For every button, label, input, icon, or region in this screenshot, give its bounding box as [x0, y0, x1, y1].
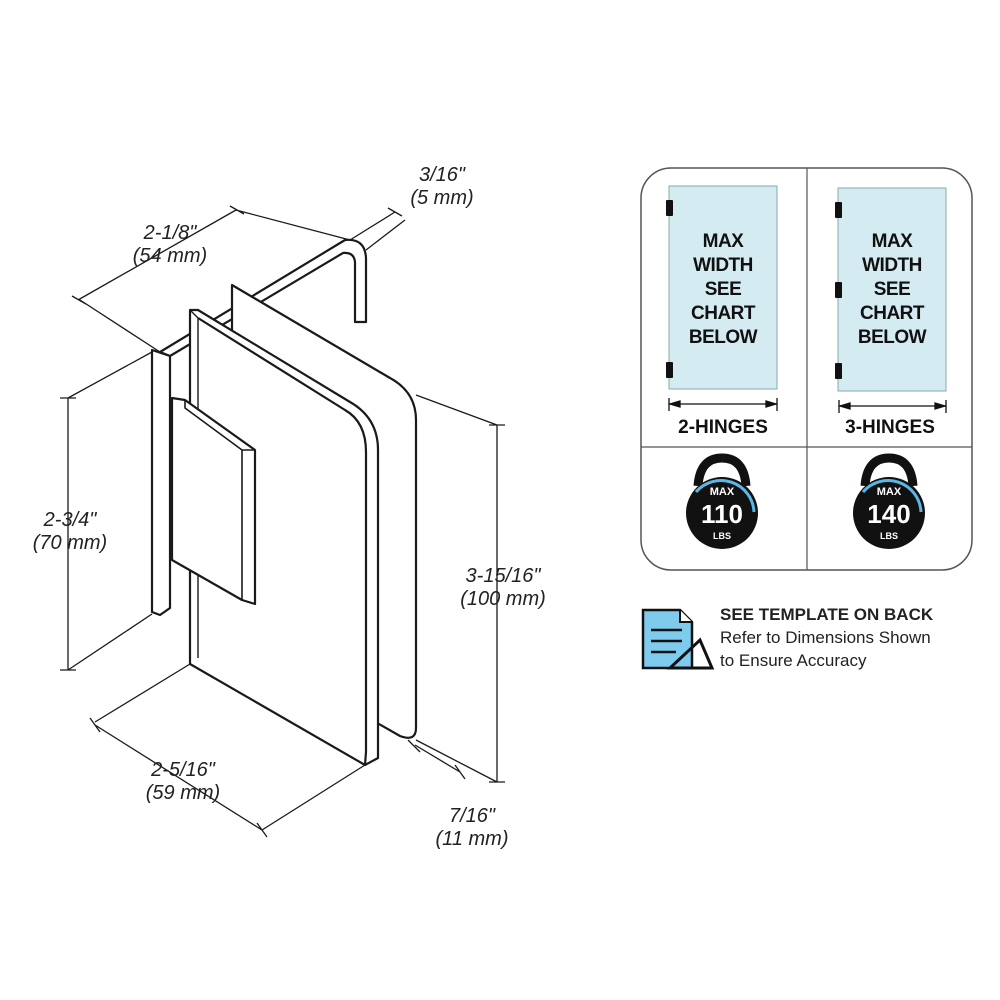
- set-square-icon: [666, 637, 715, 670]
- dim-imperial: 2-1/8": [143, 222, 197, 244]
- dim-metric: (70 mm): [32, 532, 108, 554]
- hinge-marker: [835, 282, 842, 298]
- dim-glass-plate-width: 2-5/16" (59 mm): [133, 759, 233, 805]
- glass-panel-3-hinges: [837, 187, 947, 392]
- dim-imperial: 2-3/4": [43, 509, 97, 531]
- weight-label-110: MAX 110 LBS: [682, 485, 762, 542]
- dim-depth: 2-1/8" (54 mm): [120, 222, 220, 268]
- dim-plate-thickness: 7/16" (11 mm): [422, 805, 522, 851]
- weight-unit: LBS: [713, 531, 731, 541]
- glass-text-line: CHART: [860, 303, 925, 324]
- glass-panel-2-hinges: [668, 185, 778, 390]
- glass-text-line: BELOW: [857, 327, 927, 348]
- dim-metric: (11 mm): [435, 828, 509, 850]
- dim-imperial: 7/16": [448, 805, 496, 827]
- hinge-marker: [666, 200, 673, 216]
- weight-unit: LBS: [880, 531, 898, 541]
- weight-max: MAX: [709, 486, 735, 498]
- hinge-marker: [835, 202, 842, 218]
- glass-text-2-hinges: MAX WIDTH SEE CHART BELOW: [669, 230, 777, 350]
- weight-max: MAX: [876, 486, 902, 498]
- hinge-marker: [835, 363, 842, 379]
- template-line-1: Refer to Dimensions Shown: [720, 628, 931, 647]
- hinge-config-panel: [640, 167, 973, 571]
- glass-text-line: MAX: [871, 231, 913, 252]
- dim-glass-plate-height: 3-15/16" (100 mm): [448, 565, 558, 611]
- label-2-hinges: 2-HINGES: [678, 417, 768, 438]
- dim-metric: (100 mm): [460, 588, 546, 610]
- template-line-2: to Ensure Accuracy: [720, 651, 867, 670]
- front-glass-plate: [188, 308, 380, 767]
- weight-icon-110: [686, 453, 758, 549]
- dim-imperial: 3/16": [418, 164, 466, 186]
- dim-metric: (5 mm): [410, 187, 474, 209]
- dim-glass-thickness: 3/16" (5 mm): [392, 164, 492, 210]
- dim-imperial: 3-15/16": [465, 565, 541, 587]
- dimension-lines: [60, 205, 505, 838]
- glass-text-line: WIDTH: [862, 255, 922, 276]
- dim-wall-plate-height: 2-3/4" (70 mm): [20, 509, 120, 555]
- glass-text-line: BELOW: [688, 327, 758, 348]
- glass-text-line: CHART: [691, 303, 756, 324]
- weight-icon-140: [853, 453, 925, 549]
- glass-text-line: SEE: [873, 279, 911, 300]
- glass-text-line: SEE: [704, 279, 742, 300]
- glass-text-line: MAX: [702, 231, 744, 252]
- width-arrows: [667, 398, 948, 413]
- glass-text-line: WIDTH: [693, 255, 753, 276]
- wall-plate: [150, 348, 172, 617]
- template-title: SEE TEMPLATE ON BACK: [720, 605, 934, 624]
- label-3-hinges: 3-HINGES: [845, 417, 935, 438]
- glass-text-3-hinges: MAX WIDTH SEE CHART BELOW: [838, 230, 946, 350]
- dim-metric: (59 mm): [145, 782, 221, 804]
- template-document-icon: [641, 608, 715, 670]
- weight-value: 110: [701, 499, 743, 529]
- dim-imperial: 2-5/16": [151, 759, 215, 781]
- dim-metric: (54 mm): [132, 245, 208, 267]
- hinge-marker: [666, 362, 673, 378]
- weight-value: 140: [867, 499, 911, 529]
- weight-label-140: MAX 140 LBS: [849, 485, 929, 542]
